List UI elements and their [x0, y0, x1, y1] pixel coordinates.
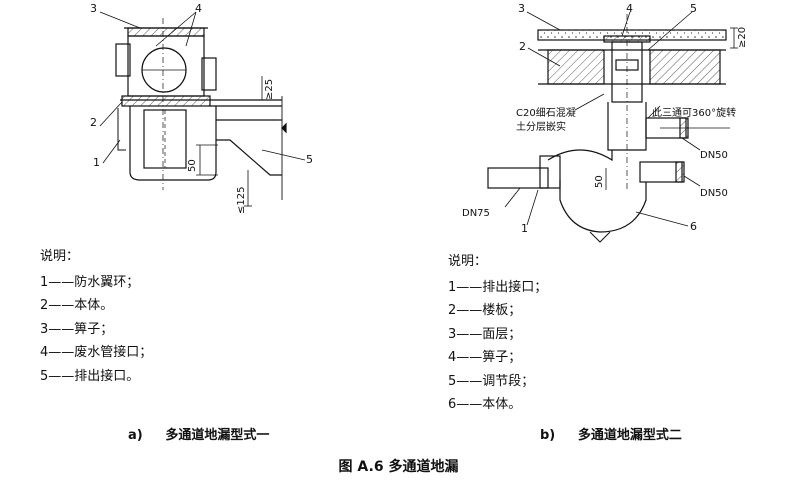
- b-inlet-dn50: [639, 161, 685, 183]
- caption-b-text: 多通道地漏型式二: [577, 428, 682, 443]
- a-outlet: [216, 96, 287, 200]
- notes-a-title: 说明：: [40, 249, 80, 264]
- a-callout-3: 3: [90, 2, 97, 15]
- caption-a: a) 多通道地漏型式一: [128, 424, 269, 443]
- b-callout-4: 4: [626, 2, 633, 15]
- caption-a-letter: a): [128, 428, 143, 443]
- notes-b-item: 5——调节段；: [448, 373, 535, 389]
- notes-a-item: 3——箅子；: [40, 321, 114, 337]
- b-riser: [603, 14, 651, 190]
- b-callout-2: 2: [519, 40, 526, 53]
- b-label-concrete-1: C20细石混凝: [516, 106, 576, 119]
- a-callout-1: 1: [93, 156, 100, 169]
- a-body-upper: [115, 35, 217, 97]
- a-callout-5: 5: [306, 153, 313, 166]
- notes-b: 说明： 1——排出接口； 2——楼板； 3——面层； 4——箅子； 5——调节段…: [448, 250, 547, 417]
- b-dims: [605, 27, 738, 190]
- b-tee: [607, 102, 730, 151]
- a-callout-2: 2: [90, 116, 97, 129]
- b-dim-50: 50: [594, 175, 605, 188]
- notes-a-item: 4——废水管接口；: [40, 345, 153, 360]
- a-dim-50: 50: [187, 159, 198, 172]
- figure-caption: 图 A.6 多通道地漏: [338, 459, 459, 475]
- b-callout-1: 1: [521, 222, 528, 235]
- a-dim-125: ≤125: [236, 187, 247, 214]
- b-callout-6: 6: [690, 220, 697, 233]
- b-label-concrete-2: 土分层嵌实: [516, 120, 566, 133]
- a-dim-25: ≥25: [264, 79, 275, 100]
- b-label-dn50-b: DN50: [700, 188, 728, 199]
- a-grate: [124, 27, 208, 37]
- notes-b-item: 1——排出接口；: [448, 279, 548, 295]
- a-waterproof-ring: [121, 95, 211, 107]
- notes-b-item: 6——本体。: [448, 397, 522, 412]
- notes-b-item: 3——面层；: [448, 326, 522, 342]
- b-leaders: [504, 11, 701, 227]
- caption-b-letter: b): [540, 428, 556, 443]
- a-dims: [196, 76, 266, 207]
- b-callout-5: 5: [690, 2, 697, 15]
- b-body: [547, 149, 647, 233]
- notes-b-title: 说明：: [448, 254, 488, 269]
- b-label-rotate: 此三通可360°旋转: [652, 106, 736, 119]
- notes-b-item: 4——箅子；: [448, 350, 522, 365]
- b-label-dn50-a: DN50: [700, 150, 728, 161]
- b-label-dn75: DN75: [462, 208, 490, 219]
- a-callout-4: 4: [195, 2, 202, 15]
- notes-a-item: 2——本体。: [40, 298, 114, 313]
- caption-b: b) 多通道地漏型式二: [540, 424, 682, 443]
- b-floor-slab-right: [649, 49, 721, 85]
- b-inlet-dn75: [487, 155, 561, 189]
- b-floor-slab-left: [547, 49, 605, 85]
- a-leaders: [99, 11, 306, 164]
- b-callout-3: 3: [518, 2, 525, 15]
- a-body-lower: [129, 106, 217, 181]
- diagram-a: [99, 11, 306, 207]
- b-dim-20: ≥20: [737, 27, 748, 48]
- notes-b-item: 2——楼板；: [448, 303, 522, 318]
- caption-a-text: 多通道地漏型式一: [165, 428, 270, 443]
- notes-a-item: 1——防水翼环；: [40, 274, 140, 290]
- notes-a: 说明： 1——防水翼环； 2——本体。 3——箅子； 4——废水管接口； 5——…: [40, 245, 152, 388]
- notes-a-item: 5——排出接口。: [40, 368, 140, 384]
- diagram-b: [487, 11, 738, 243]
- a-side-wall: [117, 108, 126, 151]
